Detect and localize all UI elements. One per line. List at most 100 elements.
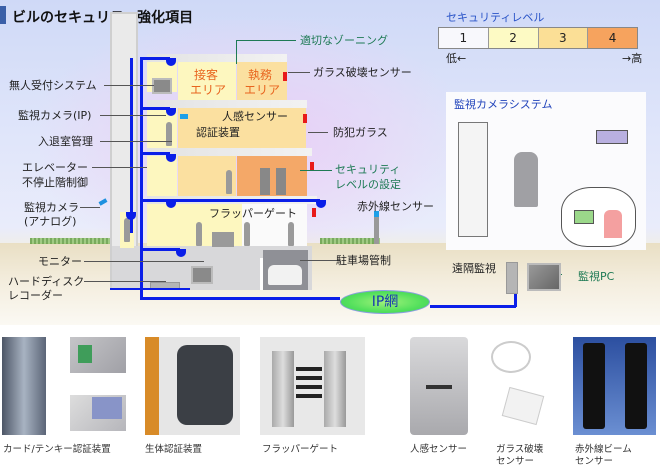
floor-slab-4 <box>147 54 287 62</box>
label-parking: 駐車場管制 <box>336 254 391 267</box>
label-analog-camera-1: 監視カメラ <box>24 201 79 214</box>
leader-line <box>104 85 154 86</box>
server-rack-icon <box>276 168 286 195</box>
leader-line <box>300 260 340 261</box>
ip-network-cable <box>430 305 516 308</box>
ip-network-node: IP網 <box>340 290 430 314</box>
flapper-gate-icon <box>212 232 234 247</box>
parking-gate-icon <box>260 258 263 290</box>
label-monitor: モニター <box>38 255 82 268</box>
label-motion-sensor: 人感センサー <box>222 110 288 123</box>
label-level-setting-2: レベルの設定 <box>335 178 401 191</box>
level-2: 2 <box>488 28 539 48</box>
label-remote-monitoring: 遠隔監視 <box>452 262 496 275</box>
server-room <box>237 156 307 196</box>
person-icon <box>244 222 250 246</box>
shopper-illustration <box>514 152 538 207</box>
label-infrared-sensor: 赤外線センサー <box>357 200 434 213</box>
network-cable <box>140 152 170 155</box>
floor-slab-3 <box>147 100 307 108</box>
leader-line <box>100 115 166 116</box>
label-access-control: 入退室管理 <box>38 135 93 148</box>
level-3: 3 <box>538 28 589 48</box>
leader-line <box>100 141 172 142</box>
ip-camera-icon <box>176 249 186 257</box>
label-analog-camera-2: (アナログ) <box>24 215 77 228</box>
label-security-glass: 防犯ガラス <box>333 126 388 139</box>
monitor-icon <box>191 266 213 284</box>
camera-system-panel <box>446 92 646 250</box>
label-ip-camera: 監視カメラ(IP) <box>18 109 92 122</box>
person-icon <box>166 122 172 146</box>
lobby-right <box>242 204 307 246</box>
guard-illustration <box>604 210 622 238</box>
ip-camera-icon <box>166 58 176 66</box>
ip-camera-icon <box>166 108 176 116</box>
leader-line <box>84 281 166 282</box>
ip-network-cable <box>140 297 340 300</box>
ip-camera-icon <box>166 154 176 162</box>
label-guest-area-2: エリア <box>190 83 227 97</box>
leader-line <box>288 72 310 73</box>
label-hdd-2: レコーダー <box>8 289 63 302</box>
work-area <box>237 62 287 100</box>
level-4: 4 <box>588 28 637 48</box>
pc-tower-icon <box>506 262 518 294</box>
product-caption-motion-sensor: 人感センサー <box>410 444 468 455</box>
leader-line <box>84 261 204 262</box>
network-cable <box>140 248 180 251</box>
ip-camera-icon <box>166 200 176 208</box>
analog-cable <box>110 288 190 290</box>
network-cable <box>140 199 320 202</box>
shelf-illustration <box>458 122 488 237</box>
product-caption-infrared-1: 赤外線ビーム <box>575 444 632 455</box>
label-elevator-1: エレベーター <box>22 161 88 174</box>
label-guest-area-1: 接客 <box>194 68 219 82</box>
monitoring-pc-icon <box>527 263 561 291</box>
person-icon <box>124 218 130 242</box>
title-accent <box>0 6 6 24</box>
monitor-screen-icon <box>574 210 594 224</box>
reception-terminal-icon <box>152 78 172 94</box>
person-icon <box>288 222 294 246</box>
security-level-scale: 1 2 3 4 <box>438 27 638 49</box>
analog-cable <box>130 58 133 233</box>
label-reception: 無人受付システム <box>9 79 97 92</box>
product-caption-glass-break-1: ガラス破壊 <box>496 444 544 455</box>
label-flapper-gate: フラッパーゲート <box>209 207 297 220</box>
low-label: 低← <box>446 52 467 65</box>
network-cable-trunk <box>140 57 143 297</box>
office-3 <box>178 108 306 148</box>
car-icon <box>268 265 302 285</box>
label-elevator-2: 不停止階制御 <box>22 176 88 189</box>
server-rack-icon <box>260 168 270 195</box>
label-monitoring-pc: 監視PC <box>578 270 615 283</box>
label-work-area-2: エリア <box>244 83 281 97</box>
motion-sensor-icon <box>180 114 188 119</box>
infrared-sensor-post-icon <box>374 214 379 244</box>
network-cable <box>140 107 170 110</box>
card-reader-photo <box>2 337 46 435</box>
leader-line <box>308 132 328 133</box>
ceiling-camera-icon <box>596 130 628 144</box>
person-icon <box>226 170 232 194</box>
floor-slab-2 <box>147 148 312 156</box>
label-glass-break: ガラス破壊センサー <box>313 66 412 79</box>
grass-right <box>320 238 380 244</box>
label-auth-device: 認証装置 <box>196 126 240 139</box>
monitoring-bubble <box>561 187 636 247</box>
level-1: 1 <box>439 28 489 48</box>
security-level-heading: セキュリティレベル <box>446 11 545 24</box>
card-swipe-photo <box>70 395 126 431</box>
glass-break-sensor-photo <box>485 337 555 435</box>
glass-sensor-icon <box>310 162 314 171</box>
infrared-sensor-icon <box>374 211 379 217</box>
label-zoning: 適切なゾーニング <box>300 34 388 47</box>
corridor-2 <box>147 156 177 196</box>
product-caption-card-auth: カード/テンキー認証装置 <box>3 444 111 455</box>
ip-network-cable <box>514 293 517 307</box>
leader-line <box>80 207 100 208</box>
infrared-beam-sensor-photo <box>573 337 656 435</box>
label-level-setting-1: セキュリティ <box>335 163 401 176</box>
product-caption-infrared-2: センサー <box>575 456 614 467</box>
